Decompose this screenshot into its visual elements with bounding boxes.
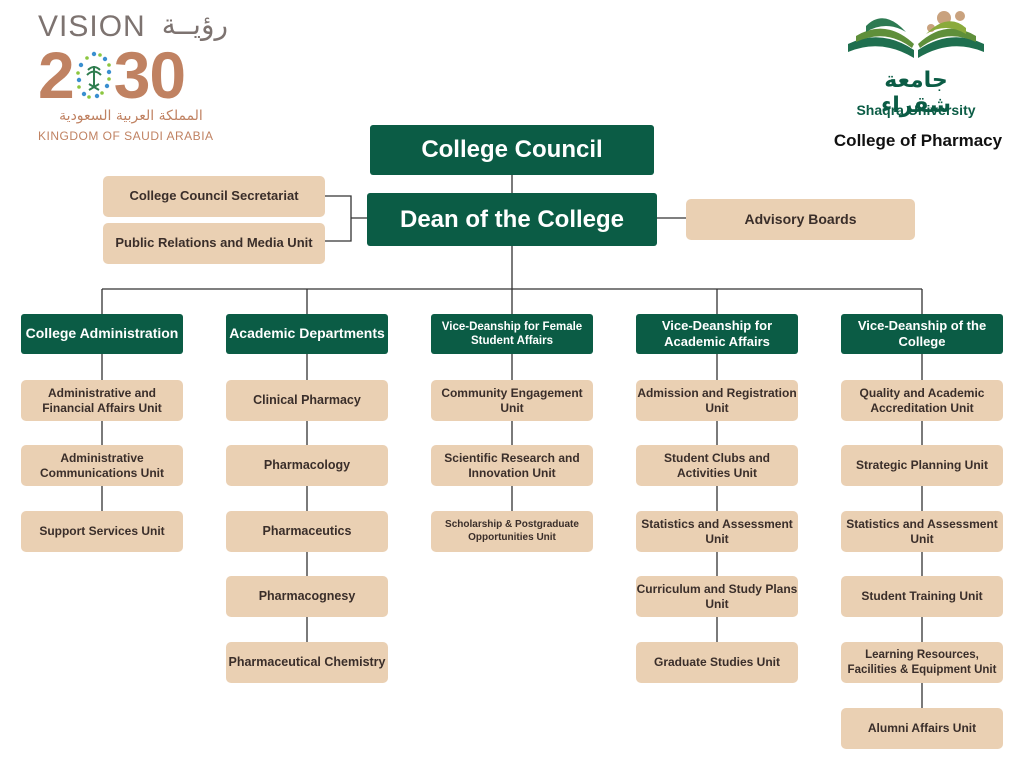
unit-box: Learning Resources, Facilities & Equipme… bbox=[841, 642, 1003, 683]
column-head-academic-departments: Academic Departments bbox=[226, 314, 388, 354]
public-relations-box: Public Relations and Media Unit bbox=[103, 223, 325, 264]
palm-emblem-icon bbox=[75, 51, 111, 99]
college-council-box: College Council bbox=[370, 125, 654, 175]
unit-box: Pharmaceutical Chemistry bbox=[226, 642, 388, 683]
unit-box: Strategic Planning Unit bbox=[841, 445, 1003, 486]
unit-box: Quality and Academic Accreditation Unit bbox=[841, 380, 1003, 421]
column-head-vice-deanship-college: Vice-Deanship of the College bbox=[841, 314, 1003, 354]
unit-box: Alumni Affairs Unit bbox=[841, 708, 1003, 749]
unit-box: Administrative and Financial Affairs Uni… bbox=[21, 380, 183, 421]
unit-box: Pharmacognesy bbox=[226, 576, 388, 617]
open-book-icon bbox=[848, 11, 984, 58]
column-head-academic-affairs: Vice-Deanship for Academic Affairs bbox=[636, 314, 798, 354]
unit-box: Statistics and Assessment Unit bbox=[841, 511, 1003, 552]
unit-box: Statistics and Assessment Unit bbox=[636, 511, 798, 552]
unit-box: Curriculum and Study Plans Unit bbox=[636, 576, 798, 617]
vision-year: 2 30 bbox=[38, 42, 186, 108]
kingdom-name: KINGDOM OF SAUDI ARABIA bbox=[38, 129, 214, 143]
vision-word: VISION bbox=[38, 10, 146, 43]
unit-box: Support Services Unit bbox=[21, 511, 183, 552]
vision-arabic-word: رؤيــة bbox=[161, 8, 228, 41]
vision-year-left: 2 bbox=[38, 38, 75, 112]
column-head-college-administration: College Administration bbox=[21, 314, 183, 354]
unit-box: Graduate Studies Unit bbox=[636, 642, 798, 683]
vision-2030-logo: VISION رؤيــة 2 30 المملكة العربية السعو… bbox=[38, 8, 228, 143]
unit-box: Admission and Registration Unit bbox=[636, 380, 798, 421]
column-head-female-student-affairs: Vice-Deanship for Female Student Affairs bbox=[431, 314, 593, 354]
kingdom-arabic: المملكة العربية السعودية bbox=[59, 108, 203, 124]
unit-box: Student Clubs and Activities Unit bbox=[636, 445, 798, 486]
university-name: Shaqra University bbox=[856, 102, 976, 118]
unit-box: Student Training Unit bbox=[841, 576, 1003, 617]
unit-box: Pharmacology bbox=[226, 445, 388, 486]
council-secretariat-box: College Council Secretariat bbox=[103, 176, 325, 217]
dean-box: Dean of the College bbox=[367, 193, 657, 246]
unit-box: Pharmaceutics bbox=[226, 511, 388, 552]
unit-box: Scholarship & Postgraduate Opportunities… bbox=[431, 511, 593, 552]
university-arabic-name: جامعة شقراء bbox=[881, 68, 951, 118]
unit-box: Clinical Pharmacy bbox=[226, 380, 388, 421]
unit-box: Administrative Communications Unit bbox=[21, 445, 183, 486]
college-name: College of Pharmacy bbox=[833, 131, 1003, 150]
unit-box: Scientific Research and Innovation Unit bbox=[431, 445, 593, 486]
vision-year-right: 30 bbox=[113, 38, 186, 112]
advisory-boards-box: Advisory Boards bbox=[686, 199, 915, 240]
unit-box: Community Engagement Unit bbox=[431, 380, 593, 421]
shaqra-university-logo: جامعة شقراء Shaqra University bbox=[836, 6, 996, 118]
